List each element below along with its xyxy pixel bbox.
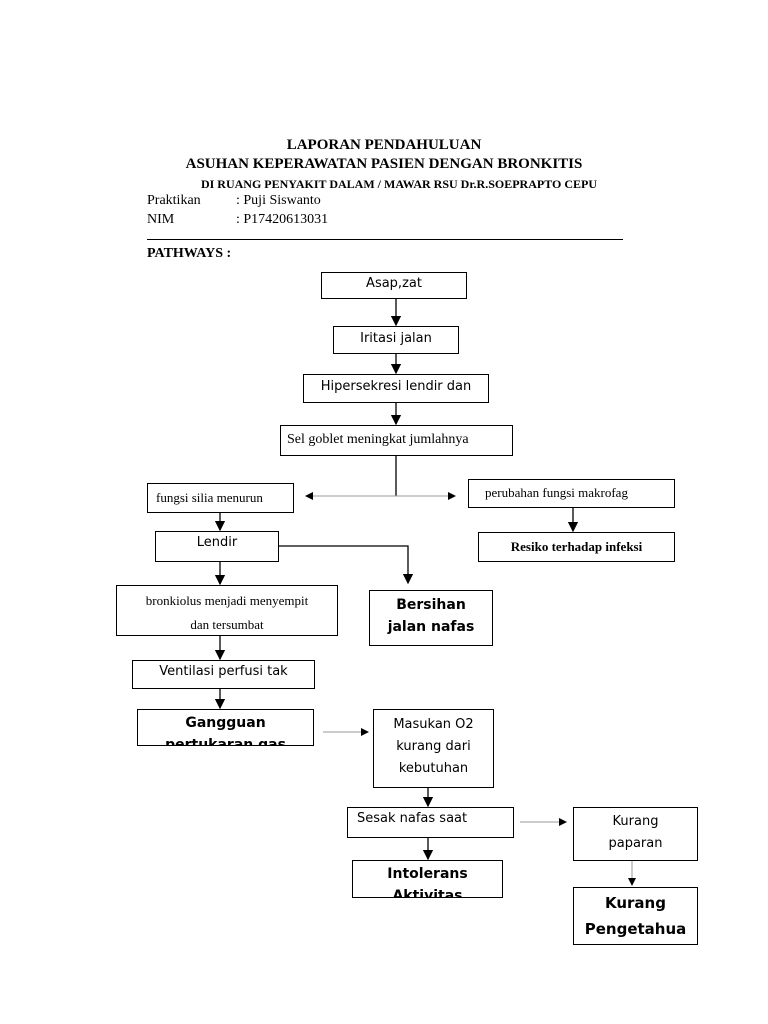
node-label: Hipersekresi lendir dan (320, 379, 472, 394)
node-label: Sesak nafas saat (357, 811, 468, 826)
node-label: jalan nafas (387, 619, 475, 635)
node-hipersekresi: Hipersekresi lendir dan (303, 374, 489, 403)
node-lendir: Lendir (155, 531, 279, 562)
divider (147, 239, 623, 240)
node-label: Gangguan (185, 715, 266, 731)
node-label: Lendir (196, 535, 238, 550)
node-bersihan: Bersihan jalan nafas (369, 590, 493, 646)
node-asap: Asap,zat (321, 272, 467, 299)
document-subtitle: ASUHAN KEPERAWATAN PASIEN DENGAN BRONKIT… (185, 156, 583, 172)
praktikan-label: Praktikan (147, 193, 201, 208)
node-label: kurang dari (396, 739, 471, 754)
node-label: Masukan O2 (393, 717, 474, 732)
node-label: Ventilasi perfusi tak (159, 664, 288, 679)
node-resiko: Resiko terhadap infeksi (478, 532, 675, 562)
node-label: bronkiolus menjadi menyempit (145, 593, 309, 608)
node-gangguan: Gangguan pertukaran gas (137, 709, 314, 746)
node-label: Iritasi jalan (360, 331, 432, 346)
node-label: Pengetahua (584, 920, 687, 938)
node-label: fungsi silia menurun (156, 490, 263, 505)
node-label: Resiko terhadap infeksi (510, 539, 643, 554)
node-masukan: Masukan O2 kurang dari kebutuhan (373, 709, 494, 788)
node-kurang-paparan: Kurang paparan (573, 807, 698, 861)
section-title: PATHWAYS : (147, 246, 232, 261)
praktikan-value: : Puji Siswanto (236, 193, 321, 208)
node-bronkiolus: bronkiolus menjadi menyempit dan tersumba… (116, 585, 338, 636)
node-label: Aktivitas (392, 888, 463, 898)
node-label: Asap,zat (366, 276, 422, 291)
node-ventilasi: Ventilasi perfusi tak (132, 660, 315, 689)
node-makrofag: perubahan fungsi makrofag (468, 479, 675, 508)
node-label: perubahan fungsi makrofag (485, 485, 628, 500)
node-sesak: Sesak nafas saat (347, 807, 514, 838)
node-label: Intolerans (387, 866, 468, 882)
node-label: Kurang (612, 814, 659, 829)
node-label: pertukaran gas (165, 737, 286, 746)
node-iritasi: Iritasi jalan (333, 326, 459, 354)
node-label: Bersihan (396, 597, 466, 613)
node-label: Kurang (605, 894, 666, 912)
arrow-lendir-bersihan (279, 545, 414, 585)
node-sel-goblet: Sel goblet meningkat jumlahnya (280, 425, 513, 456)
node-label: kebutuhan (398, 761, 469, 776)
node-fungsi-silia: fungsi silia menurun (147, 483, 294, 513)
nim-label: NIM (147, 212, 175, 227)
node-label: dan tersumbat (190, 617, 264, 632)
document-title: LAPORAN PENDAHULUAN (286, 137, 482, 153)
document-location: DI RUANG PENYAKIT DALAM / MAWAR RSU Dr.R… (200, 177, 598, 191)
nim-value: : P17420613031 (236, 212, 329, 227)
node-label: paparan (608, 836, 663, 851)
node-label: Sel goblet meningkat jumlahnya (287, 432, 469, 447)
